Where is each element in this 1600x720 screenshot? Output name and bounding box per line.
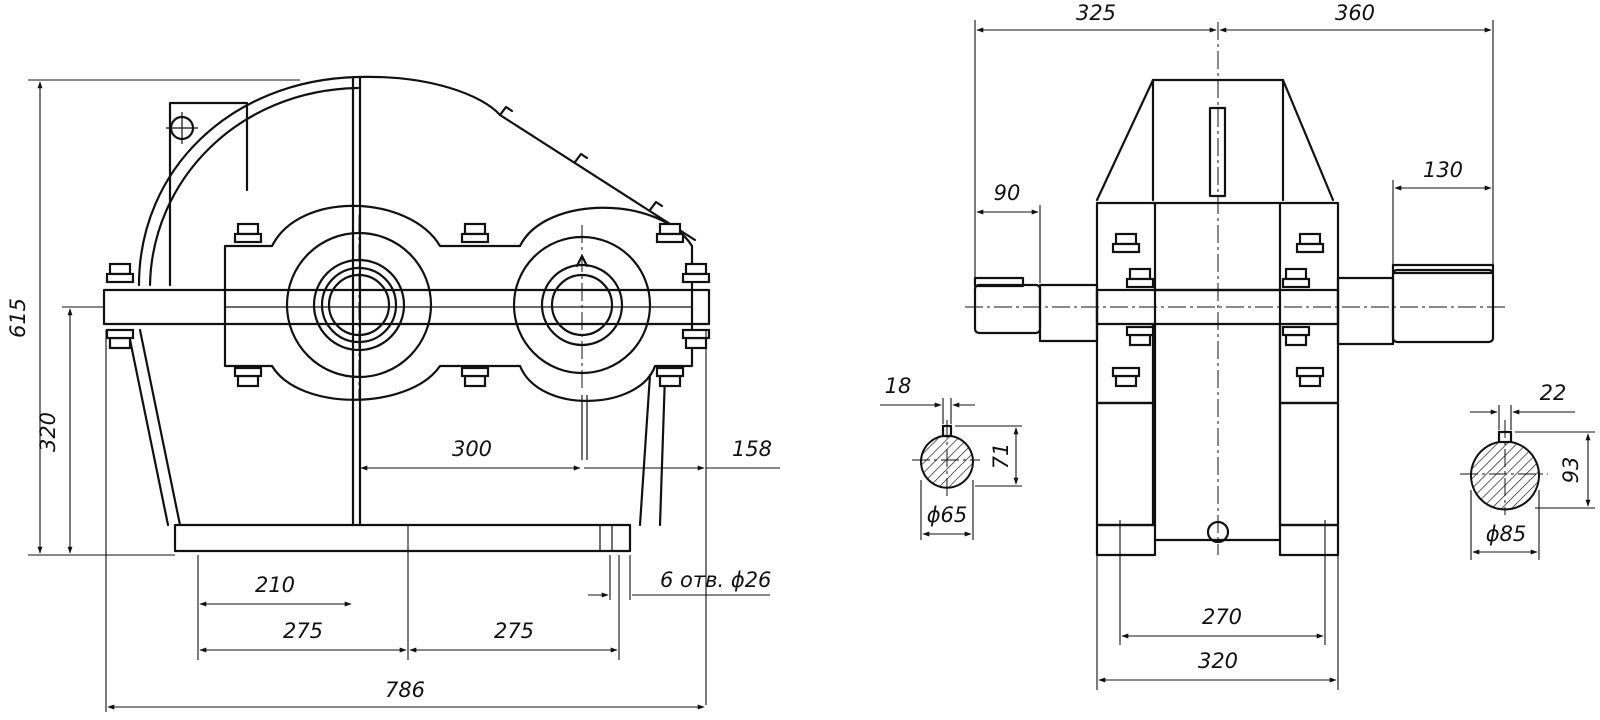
front-view-dimensions: 615 320 300 158 210 275 275 786 6 отв. ϕ…	[6, 79, 780, 712]
front-view	[102, 75, 711, 553]
dim-left-extent: 325	[1076, 1, 1116, 25]
dim-output-key-width: 22	[1540, 381, 1567, 405]
dim-input-key-depth: 71	[989, 443, 1013, 470]
dim-center-distance: 300	[452, 437, 492, 461]
output-shaft	[1336, 276, 1395, 346]
rear-mounting-plate	[168, 101, 249, 287]
housing-cover	[137, 75, 697, 287]
dim-bolt-offset: 210	[255, 573, 295, 597]
dim-input-key-width: 18	[885, 374, 912, 398]
input-shaft-section: 18 71 ϕ65	[880, 374, 1022, 540]
dim-right-extent: 360	[1335, 1, 1375, 25]
dim-output-shaft-length: 130	[1423, 158, 1463, 182]
dim-input-diameter: ϕ65	[927, 503, 968, 527]
dim-height-overall: 615	[6, 298, 30, 338]
output-shaft-section: 22 93 ϕ85	[1460, 381, 1595, 560]
right-foot	[1278, 523, 1340, 557]
left-foot	[1095, 523, 1157, 557]
dim-length-overall: 786	[385, 678, 425, 702]
dim-foot-bolt-spacing: 270	[1202, 605, 1242, 629]
dim-bolt-pitch-left: 275	[283, 619, 323, 643]
side-housing-cover	[1095, 78, 1335, 202]
side-view	[965, 22, 1505, 557]
input-shaft	[973, 283, 1042, 335]
housing-lower-body	[126, 328, 667, 527]
dim-output-key-depth: 93	[1559, 457, 1583, 484]
dim-bolt-pitch-right: 275	[494, 619, 534, 643]
dim-height-axis: 320	[36, 412, 60, 452]
base-plate	[173, 523, 632, 553]
side-view-dimensions: 325 360 90 130 270 320	[974, 1, 1494, 690]
dim-holes-note: 6 отв. ϕ26	[660, 568, 771, 592]
dim-input-shaft-length: 90	[994, 181, 1021, 205]
bearing-lug-plate	[223, 204, 694, 402]
dim-output-diameter: ϕ85	[1486, 522, 1527, 546]
dim-output-offset: 158	[732, 437, 772, 461]
dim-foot-width: 320	[1198, 649, 1238, 673]
